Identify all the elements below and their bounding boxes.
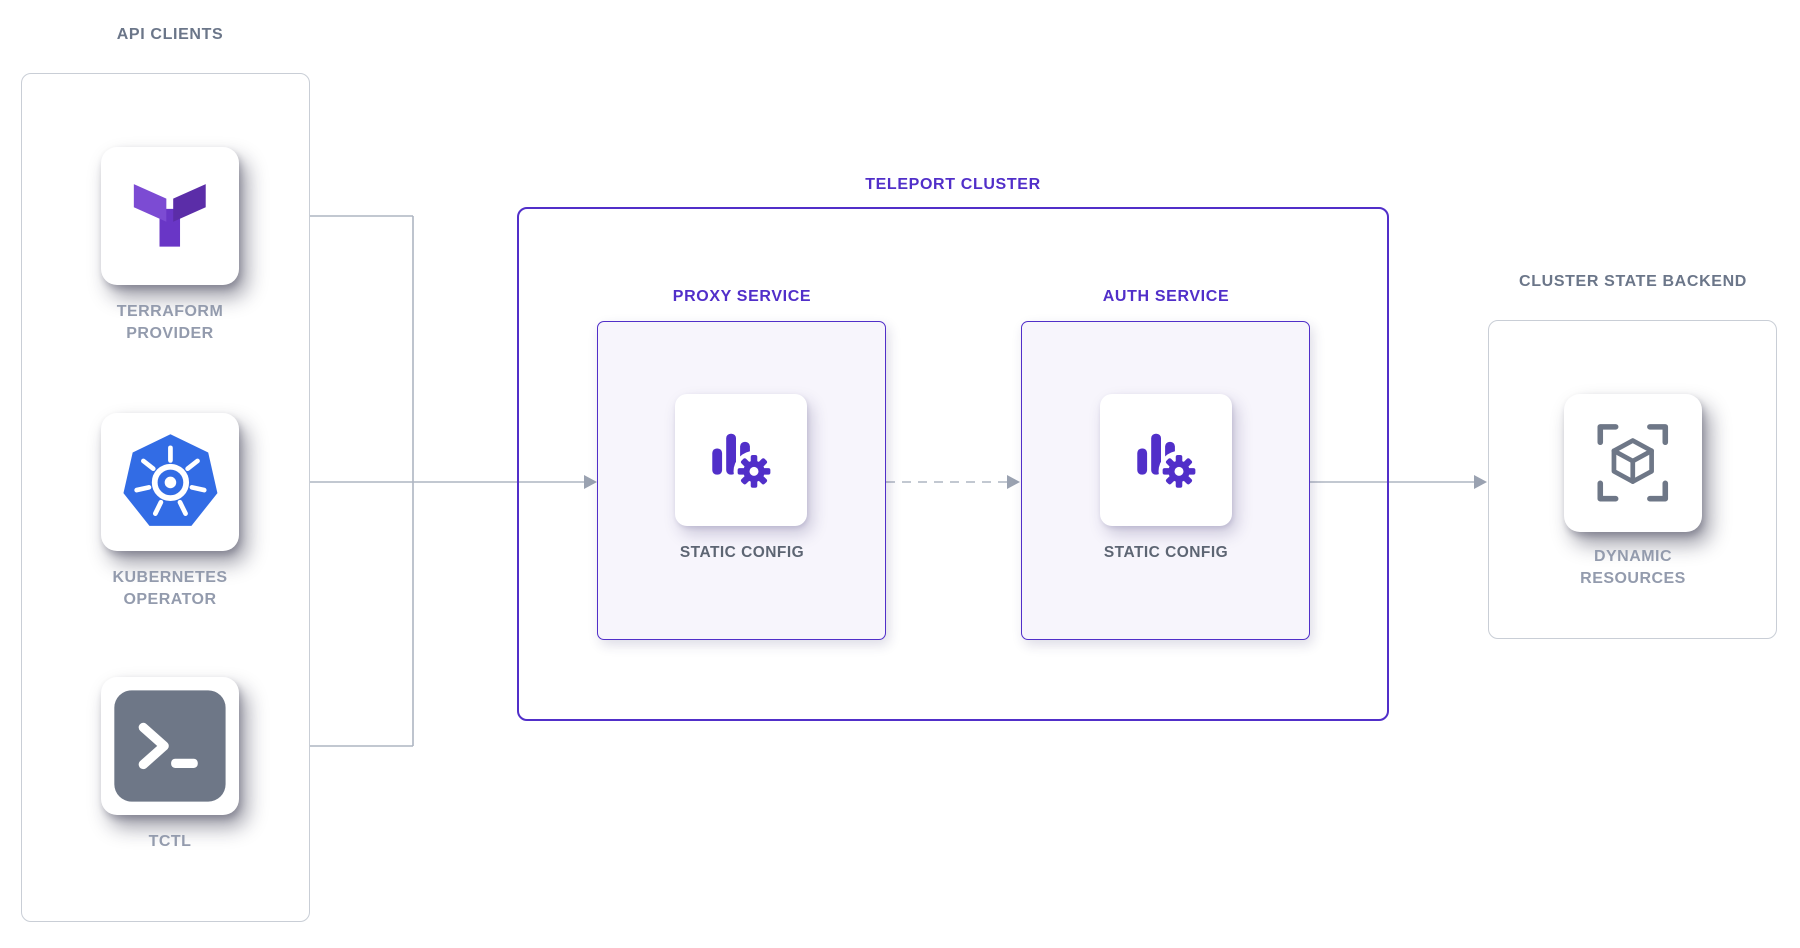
dynamic-resources-label: DYNAMIC RESOURCES <box>1580 548 1686 588</box>
auth-config-tile <box>1100 394 1232 526</box>
metrics-gear-icon <box>700 419 782 501</box>
backend-arrowhead <box>1474 475 1487 489</box>
kubernetes-icon <box>118 430 223 535</box>
metrics-gear-icon <box>1125 419 1207 501</box>
terraform-tile <box>101 147 239 285</box>
proxy-config-tile <box>675 394 807 526</box>
cube-resources-icon <box>1590 420 1676 506</box>
teleport-cluster-title: TELEPORT CLUSTER <box>865 176 1041 193</box>
tctl-tile <box>101 677 239 815</box>
proxy-service-title: PROXY SERVICE <box>672 288 812 305</box>
terraform-provider-label: TERRAFORM PROVIDER <box>116 303 224 343</box>
dynamic-resources-tile <box>1564 394 1702 532</box>
teleport-cluster-box <box>517 207 1389 721</box>
terminal-icon <box>112 688 228 804</box>
kubernetes-operator-label: KUBERNETES OPERATOR <box>112 569 228 609</box>
auth-service-title: AUTH SERVICE <box>1102 288 1230 305</box>
tctl-label: TCTL <box>148 833 192 850</box>
terraform-icon <box>127 173 213 259</box>
auth-static-config-label: STATIC CONFIG <box>1103 544 1229 561</box>
cluster-state-backend-title: CLUSTER STATE BACKEND <box>1519 273 1747 290</box>
kubernetes-tile <box>101 413 239 551</box>
proxy-static-config-label: STATIC CONFIG <box>679 544 805 561</box>
api-clients-title: API CLIENTS <box>116 26 224 43</box>
